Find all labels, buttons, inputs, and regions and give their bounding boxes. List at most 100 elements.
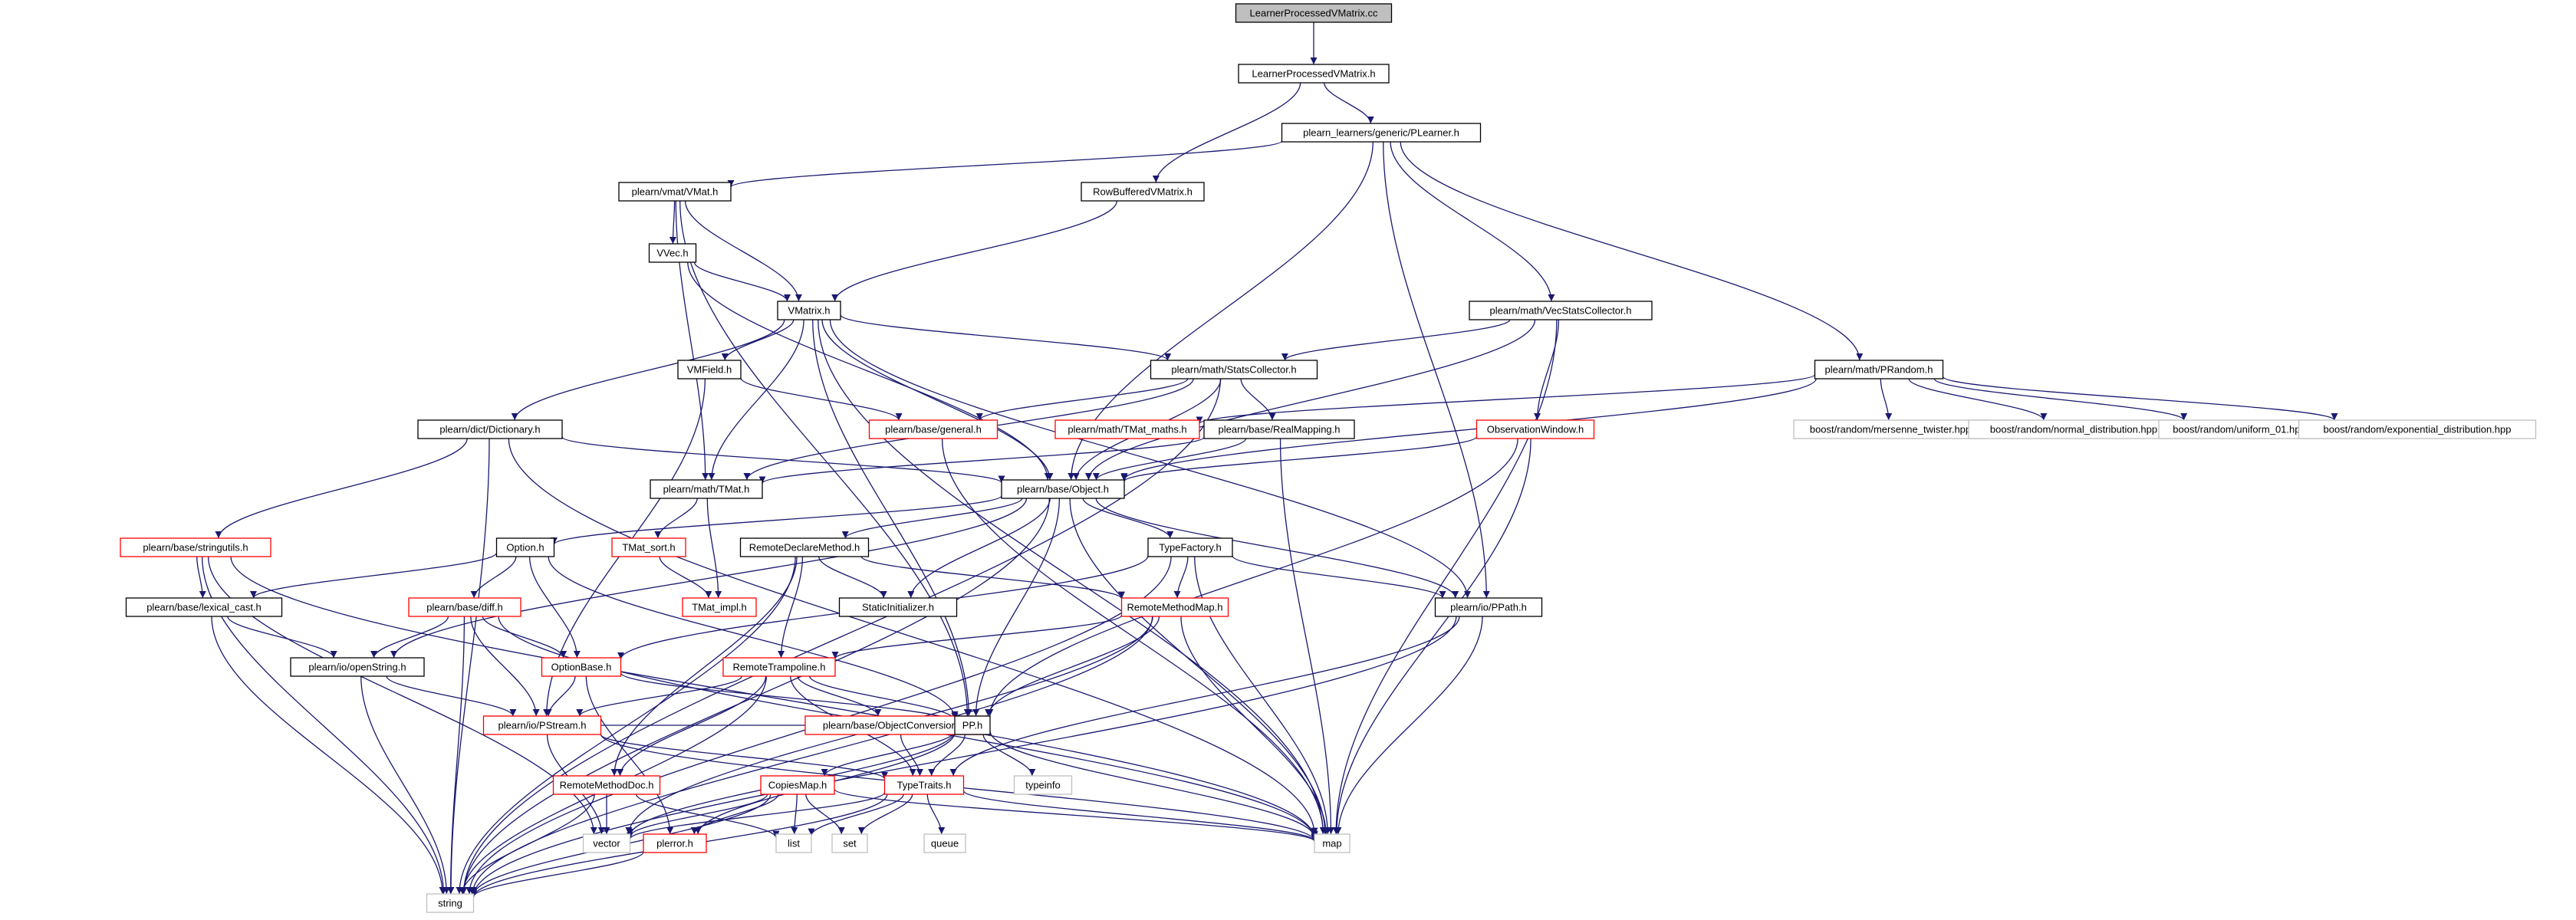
edge-remotetramp-to-pp bbox=[809, 675, 959, 721]
edge-vmat-to-pp bbox=[679, 200, 971, 717]
node-option[interactable]: Option.h bbox=[495, 537, 555, 557]
node-layer: LearnerProcessedVMatrix.ccLearnerProcess… bbox=[120, 3, 2537, 913]
edge-vmfield-to-general bbox=[740, 377, 903, 421]
node-statscol[interactable]: plearn/math/StatsCollector.h bbox=[1150, 360, 1318, 380]
edge-ppath-to-string bbox=[470, 616, 1457, 897]
node-label: plearn/math/TMat.h bbox=[663, 484, 750, 495]
node-openstring[interactable]: plearn/io/openString.h bbox=[290, 657, 425, 677]
node-rowbuf[interactable]: RowBufferedVMatrix.h bbox=[1081, 182, 1205, 202]
node-staticinit[interactable]: StaticInitializer.h bbox=[838, 597, 958, 617]
edge-object-to-pp bbox=[972, 498, 1061, 717]
node-dictionary[interactable]: plearn/dict/Dictionary.h bbox=[417, 419, 563, 439]
edge-copiesmap-to-map bbox=[834, 788, 1318, 843]
edge-remotemethoddoc-to-string bbox=[459, 794, 595, 895]
edge-remotemethodmap-to-map bbox=[1180, 616, 1330, 835]
node-remotedecl[interactable]: RemoteDeclareMethod.h bbox=[739, 537, 870, 557]
node-realmapping[interactable]: plearn/base/RealMapping.h bbox=[1203, 419, 1355, 439]
edge-statscol-to-realmapping bbox=[1240, 378, 1276, 421]
node-tmat[interactable]: plearn/math/TMat.h bbox=[650, 479, 763, 499]
edge-object-to-map bbox=[1069, 498, 1329, 835]
node-label: VVec.h bbox=[656, 248, 688, 259]
node-label: OptionBase.h bbox=[551, 662, 612, 673]
node-prandom[interactable]: plearn/math/PRandom.h bbox=[1814, 360, 1944, 380]
node-remotetramp[interactable]: RemoteTrampoline.h bbox=[722, 657, 836, 677]
node-vmat[interactable]: plearn/vmat/VMat.h bbox=[618, 182, 732, 202]
node-diff[interactable]: plearn/base/diff.h bbox=[408, 597, 521, 617]
node-perror[interactable]: plerror.h bbox=[643, 833, 707, 853]
node-box bbox=[541, 657, 622, 677]
node-object[interactable]: plearn/base/Object.h bbox=[1001, 479, 1125, 499]
edge-tmat-to-tmatimpl bbox=[706, 498, 722, 599]
edge-typetraits-to-map bbox=[962, 790, 1318, 842]
node-label: plearn/io/PStream.h bbox=[498, 720, 587, 731]
node-label: ObservationWindow.h bbox=[1487, 424, 1584, 435]
node-box bbox=[582, 833, 631, 853]
node-box bbox=[643, 833, 707, 853]
edge-vmat-to-vvec bbox=[669, 200, 677, 245]
node-remotemethoddoc[interactable]: RemoteMethodDoc.h bbox=[552, 775, 661, 795]
node-label: CopiesMap.h bbox=[768, 780, 827, 791]
node-root[interactable]: LearnerProcessedVMatrix.cc bbox=[1235, 3, 1393, 23]
edge-diff-to-optionbase bbox=[482, 616, 568, 659]
node-copiesmap[interactable]: CopiesMap.h bbox=[760, 775, 835, 795]
edge-remotedecl-to-remotemethodmap bbox=[860, 556, 1125, 600]
edge-vmatrix-to-object bbox=[821, 319, 1054, 481]
node-pp[interactable]: PP.h bbox=[954, 715, 991, 735]
edge-plearner-to-prandom bbox=[1400, 141, 1864, 361]
node-box bbox=[777, 301, 841, 320]
node-vmfield[interactable]: VMField.h bbox=[677, 360, 742, 380]
node-tmatmaths[interactable]: plearn/math/TMat_maths.h bbox=[1054, 419, 1200, 439]
node-optionbase[interactable]: OptionBase.h bbox=[541, 657, 622, 677]
node-label: VMatrix.h bbox=[788, 305, 831, 317]
node-lexicalcast[interactable]: plearn/base/lexical_cast.h bbox=[125, 597, 283, 617]
node-lpvm_h[interactable]: LearnerProcessedVMatrix.h bbox=[1238, 64, 1390, 84]
edge-vecstats-to-statscol bbox=[1281, 319, 1511, 361]
node-box bbox=[1235, 3, 1393, 23]
edge-openstring-to-string bbox=[360, 675, 450, 895]
node-label: StaticInitializer.h bbox=[862, 602, 934, 613]
edge-typetraits-to-list bbox=[808, 794, 904, 836]
node-stringutils[interactable]: plearn/base/stringutils.h bbox=[120, 537, 271, 557]
node-label: list bbox=[788, 838, 800, 849]
node-tmatimpl[interactable]: TMat_impl.h bbox=[682, 597, 757, 617]
node-box bbox=[883, 775, 965, 795]
node-box bbox=[1314, 833, 1351, 853]
node-plearner[interactable]: plearn_learners/generic/PLearner.h bbox=[1281, 123, 1482, 143]
edge-vmatrix-to-ppath bbox=[829, 319, 1472, 599]
edge-vmat-to-vmatrix bbox=[684, 200, 802, 302]
node-box bbox=[868, 419, 998, 439]
edge-vecstats-to-map bbox=[1332, 319, 1558, 835]
node-vecstats[interactable]: plearn/math/VecStatsCollector.h bbox=[1469, 301, 1653, 320]
node-box bbox=[1203, 419, 1355, 439]
edge-prandom-to-tmatmaths bbox=[1196, 374, 1816, 425]
node-mersenne: boost/random/mersenne_twister.hpp bbox=[1793, 419, 1988, 439]
edge-vmat-to-tmat bbox=[675, 200, 709, 481]
node-box bbox=[1147, 537, 1233, 557]
edge-remotetramp-to-pstream bbox=[576, 675, 742, 717]
node-box bbox=[1081, 182, 1205, 202]
node-box bbox=[1054, 419, 1200, 439]
node-label: string bbox=[438, 898, 462, 909]
node-box bbox=[120, 537, 271, 557]
edge-prandom-to-object bbox=[1120, 378, 1817, 481]
node-general[interactable]: plearn/base/general.h bbox=[868, 419, 998, 439]
node-vector: vector bbox=[582, 833, 631, 853]
edge-ppath-to-typetraits bbox=[949, 616, 1460, 777]
node-typetraits[interactable]: TypeTraits.h bbox=[883, 775, 965, 795]
node-remotemethodmap[interactable]: RemoteMethodMap.h bbox=[1120, 597, 1229, 617]
node-typefactory[interactable]: TypeFactory.h bbox=[1147, 537, 1233, 557]
node-vmatrix[interactable]: VMatrix.h bbox=[777, 301, 841, 320]
node-box bbox=[648, 243, 697, 263]
edge-option-to-pp bbox=[548, 556, 959, 718]
node-obswin[interactable]: ObservationWindow.h bbox=[1476, 419, 1595, 439]
node-tmatsort[interactable]: TMat_sort.h bbox=[611, 537, 686, 557]
node-box bbox=[2158, 419, 2321, 439]
node-label: TMat_impl.h bbox=[692, 602, 747, 613]
node-ppath[interactable]: plearn/io/PPath.h bbox=[1434, 597, 1543, 617]
edge-prandom-to-mersenne bbox=[1880, 378, 1893, 421]
node-vvec[interactable]: VVec.h bbox=[648, 243, 697, 263]
edge-perror-to-string bbox=[470, 851, 644, 898]
node-pstream[interactable]: plearn/io/PStream.h bbox=[482, 715, 602, 735]
node-label: LearnerProcessedVMatrix.cc bbox=[1250, 8, 1378, 19]
edge-remotemethoddoc-to-list bbox=[635, 794, 780, 839]
